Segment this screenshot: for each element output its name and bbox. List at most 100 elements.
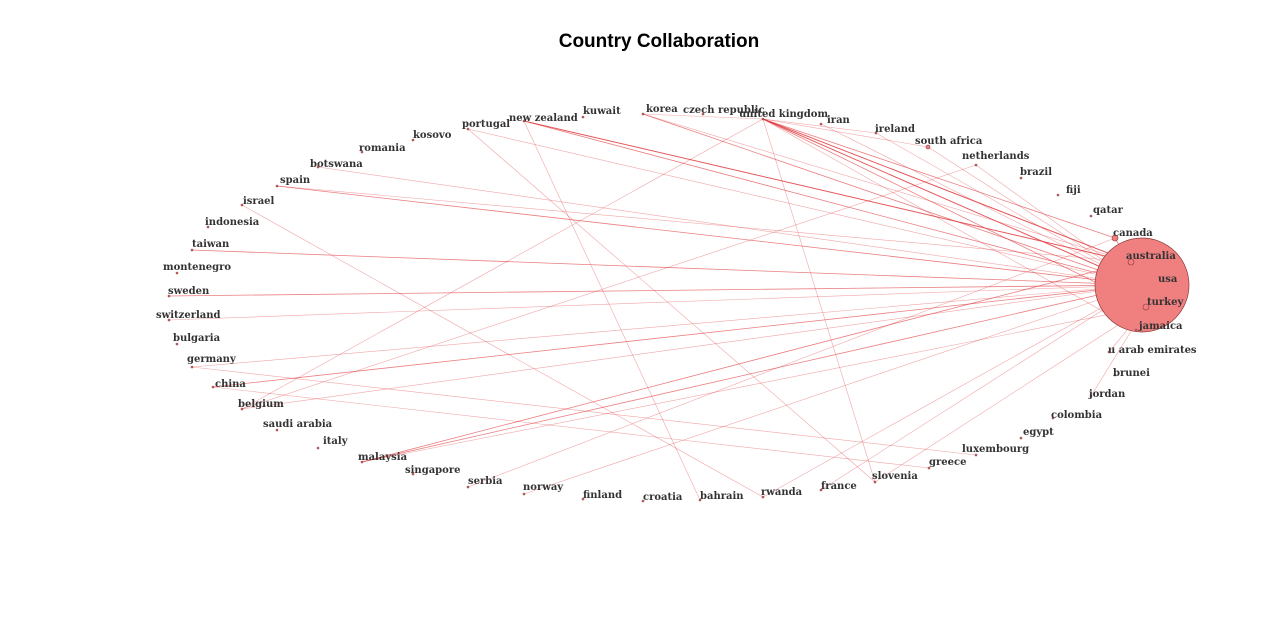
node-malaysia: [360, 460, 364, 464]
node-label-netherlands: netherlands: [962, 151, 1030, 162]
node-colombia: [1051, 416, 1055, 420]
node-singapore: [411, 472, 415, 476]
edge-united-kingdom-belgium: [241, 118, 764, 410]
edge-botswana-usa: [317, 166, 1143, 286]
node-israel: [240, 203, 244, 207]
node-indonesia: [206, 225, 210, 229]
node-label-kosovo: kosovo: [413, 130, 452, 141]
node-label-germany: germany: [187, 354, 237, 365]
node-france: [819, 488, 823, 492]
node-serbia: [466, 485, 470, 489]
node-greece: [927, 466, 931, 470]
edge-germany-luxembourg: [191, 366, 977, 456]
node-kuwait: [581, 115, 585, 119]
node-label-romania: romania: [359, 143, 406, 154]
edge-netherlands-belgium: [241, 164, 977, 410]
node-sweden: [167, 294, 171, 298]
node-label-u-arab-emirates: u arab emirates: [1108, 345, 1197, 356]
node-belgium: [240, 407, 244, 411]
node-label-qatar: qatar: [1093, 205, 1124, 216]
node-usa: [1094, 237, 1190, 333]
node-label-united-kingdom: united kingdom: [739, 109, 828, 120]
edge-belgium-usa: [241, 284, 1143, 410]
edge-switzerland-usa: [168, 284, 1143, 321]
node-rwanda: [761, 495, 765, 499]
node-label-ireland: ireland: [875, 124, 915, 135]
edge-new-zealand-australia: [523, 120, 1132, 263]
node-label-czech-republic: czech republic: [683, 105, 765, 116]
node-label-jamaica: jamaica: [1138, 321, 1183, 332]
node-label-colombia: colombia: [1051, 410, 1103, 421]
node-label-australia: australia: [1126, 251, 1176, 262]
node-kosovo: [411, 138, 415, 142]
node-qatar: [1089, 214, 1093, 218]
node-label-usa: usa: [1158, 274, 1178, 285]
node-label-kuwait: kuwait: [583, 106, 621, 117]
edge-united-kingdom-canada: [762, 118, 1116, 239]
edge-korea-united-kingdom: [642, 113, 764, 120]
node-label-brunei: brunei: [1113, 368, 1150, 379]
node-label-turkey: turkey: [1147, 297, 1184, 308]
node-label-fiji: fiji: [1066, 185, 1081, 196]
node-iran: [819, 122, 823, 126]
edge-spain-australia: [276, 185, 1132, 263]
edge-malaysia-turkey: [361, 306, 1147, 463]
edge-spain-usa: [276, 185, 1143, 286]
node-norway: [522, 492, 526, 496]
node-luxembourg: [974, 453, 978, 457]
node-label-egypt: egypt: [1023, 427, 1054, 438]
node-finland: [581, 497, 585, 501]
node-united-kingdom: [761, 117, 765, 121]
edge-united-kingdom-australia: [762, 118, 1132, 263]
node-korea: [641, 112, 645, 116]
edge-israel-rwanda: [241, 204, 764, 498]
node-label-luxembourg: luxembourg: [962, 444, 1029, 455]
node-label-slovenia: slovenia: [872, 471, 918, 482]
edge-portugal-usa: [467, 128, 1143, 286]
edge-new-zealand-bahrain: [523, 120, 701, 501]
edge-rwanda-usa: [762, 284, 1143, 498]
node-label-italy: italy: [323, 436, 349, 447]
node-south-africa: [925, 144, 931, 150]
node-czech-republic: [701, 112, 705, 116]
node-label-serbia: serbia: [468, 476, 503, 487]
edge-new-zealand-usa: [523, 120, 1143, 286]
node-label-saudi-arabia: saudi arabia: [263, 419, 333, 430]
edge-germany-usa: [191, 284, 1143, 368]
node-label-finland: finland: [583, 490, 622, 501]
node-bulgaria: [175, 342, 179, 346]
node-canada: [1111, 234, 1119, 242]
node-brunei: [1113, 373, 1117, 377]
node-label-indonesia: indonesia: [205, 217, 260, 228]
edge-slovenia-turkey: [874, 306, 1147, 483]
edge-united-kingdom-turkey: [762, 118, 1147, 308]
node-taiwan: [190, 248, 194, 252]
edge-norway-usa: [523, 284, 1143, 495]
edge-united-kingdom-south-africa: [762, 118, 929, 148]
edge-china-greece: [212, 386, 930, 469]
edge-korea-australia: [642, 113, 1132, 263]
node-jordan: [1089, 394, 1093, 398]
nodes-layer: [167, 112, 1190, 503]
node-germany: [190, 365, 194, 369]
node-portugal: [466, 127, 470, 131]
node-montenegro: [175, 271, 179, 275]
edge-malaysia-usa: [361, 284, 1143, 463]
node-label-botswana: botswana: [310, 159, 363, 170]
node-italy: [316, 446, 320, 450]
node-label-south-africa: south africa: [915, 136, 983, 147]
node-china: [211, 385, 215, 389]
edge-united-kingdom-usa: [762, 118, 1143, 286]
node-label-bulgaria: bulgaria: [173, 333, 221, 344]
node-label-france: france: [821, 481, 857, 492]
node-label-israel: israel: [243, 196, 275, 207]
edge-united-kingdom-jamaica: [762, 118, 1137, 331]
node-romania: [360, 150, 364, 154]
node-slovenia: [873, 480, 877, 484]
edge-portugal-slovenia: [467, 128, 876, 483]
node-label-singapore: singapore: [405, 465, 460, 476]
node-label-greece: greece: [929, 457, 966, 468]
node-ireland: [874, 131, 878, 135]
